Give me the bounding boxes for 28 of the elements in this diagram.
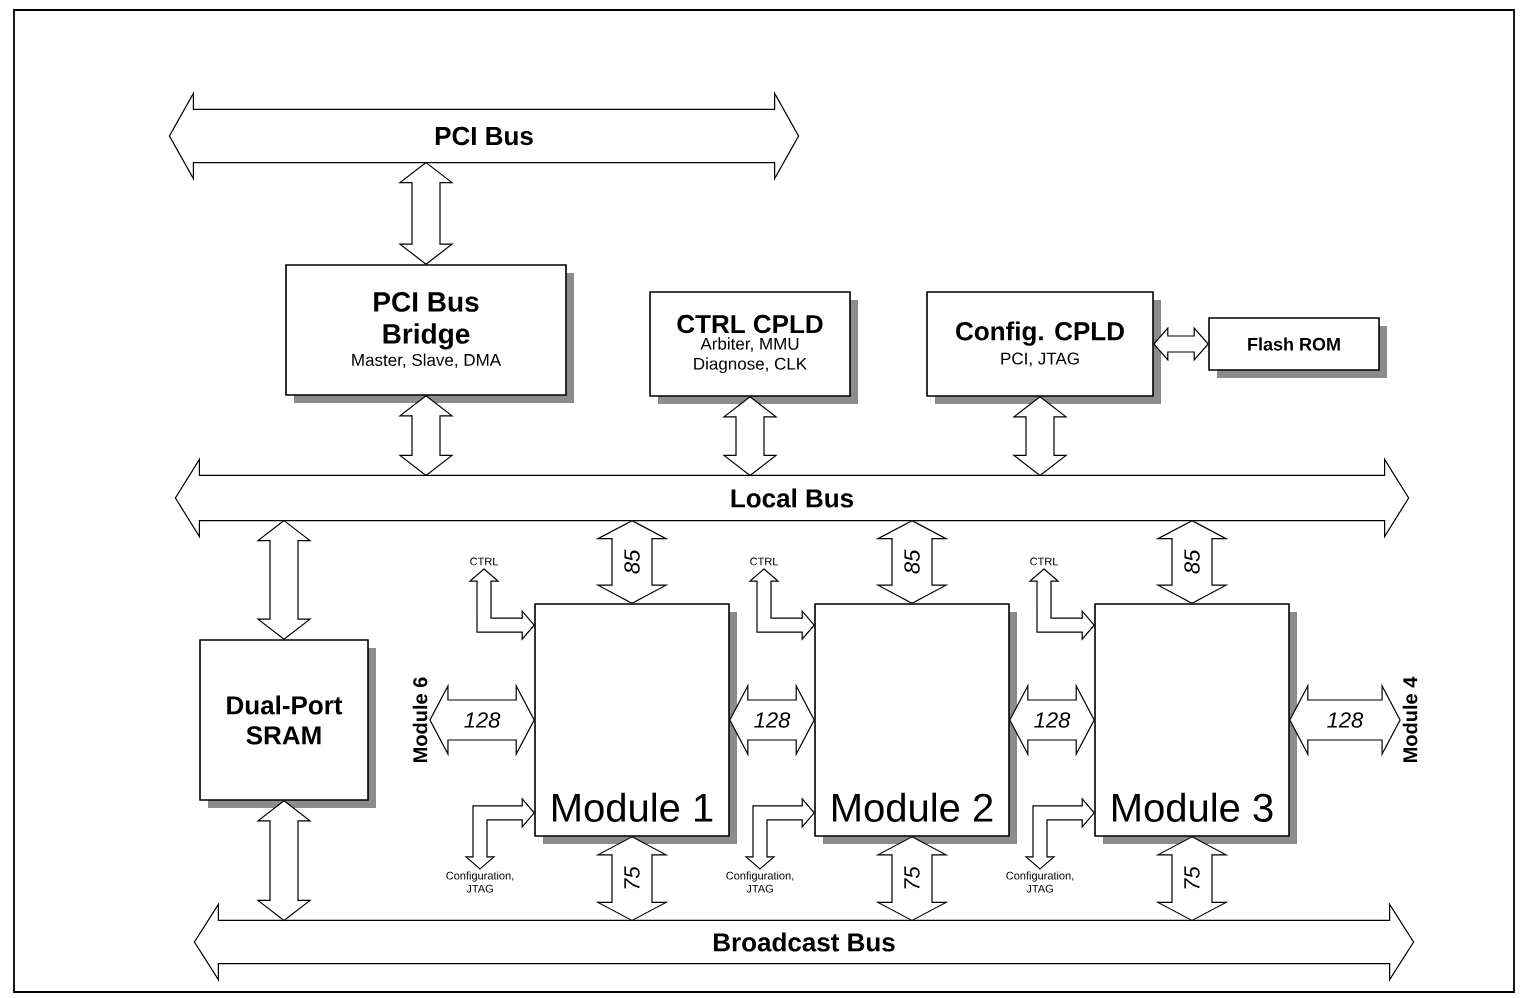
block-arrow <box>1153 326 1209 362</box>
edge-label: 85 <box>1183 548 1201 576</box>
block-arrow <box>1012 396 1068 477</box>
module-label: Module 6 <box>412 677 428 762</box>
edge-label: 75 <box>623 865 641 892</box>
bus-band: Broadcast Bus <box>193 902 1415 982</box>
edge-label: 85 <box>623 548 641 576</box>
edge-label: 128 <box>752 711 792 729</box>
edge-label: 128 <box>1325 711 1365 729</box>
edge-label: 128 <box>462 711 502 729</box>
block-arrow <box>722 396 778 477</box>
block-arrow <box>256 800 312 922</box>
module-box: Module 1 <box>534 603 737 844</box>
block-box: PCI Bus Bridge Master, Slave, DMA <box>285 264 574 403</box>
module-box: Module 2 <box>814 603 1017 844</box>
edge-label: 85 <box>903 548 921 576</box>
module-label: Module 4 <box>1402 676 1418 762</box>
block-arrow <box>398 395 454 477</box>
edge-label: 128 <box>1032 711 1072 729</box>
module-box: Module 3 <box>1094 603 1297 844</box>
block-box: Dual-Port SRAM <box>199 639 376 808</box>
edge-label: 75 <box>1183 865 1201 892</box>
block-box: Flash ROM <box>1208 317 1387 378</box>
block-box: Config. CPLD PCI, JTAG <box>926 291 1161 404</box>
bus-band: PCI Bus <box>168 91 800 181</box>
bus-band: Local Bus <box>174 457 1410 539</box>
block-box: CTRL CPLD Arbiter, MMU Diagnose, CLK <box>649 291 858 404</box>
edge-label: 75 <box>903 865 921 892</box>
